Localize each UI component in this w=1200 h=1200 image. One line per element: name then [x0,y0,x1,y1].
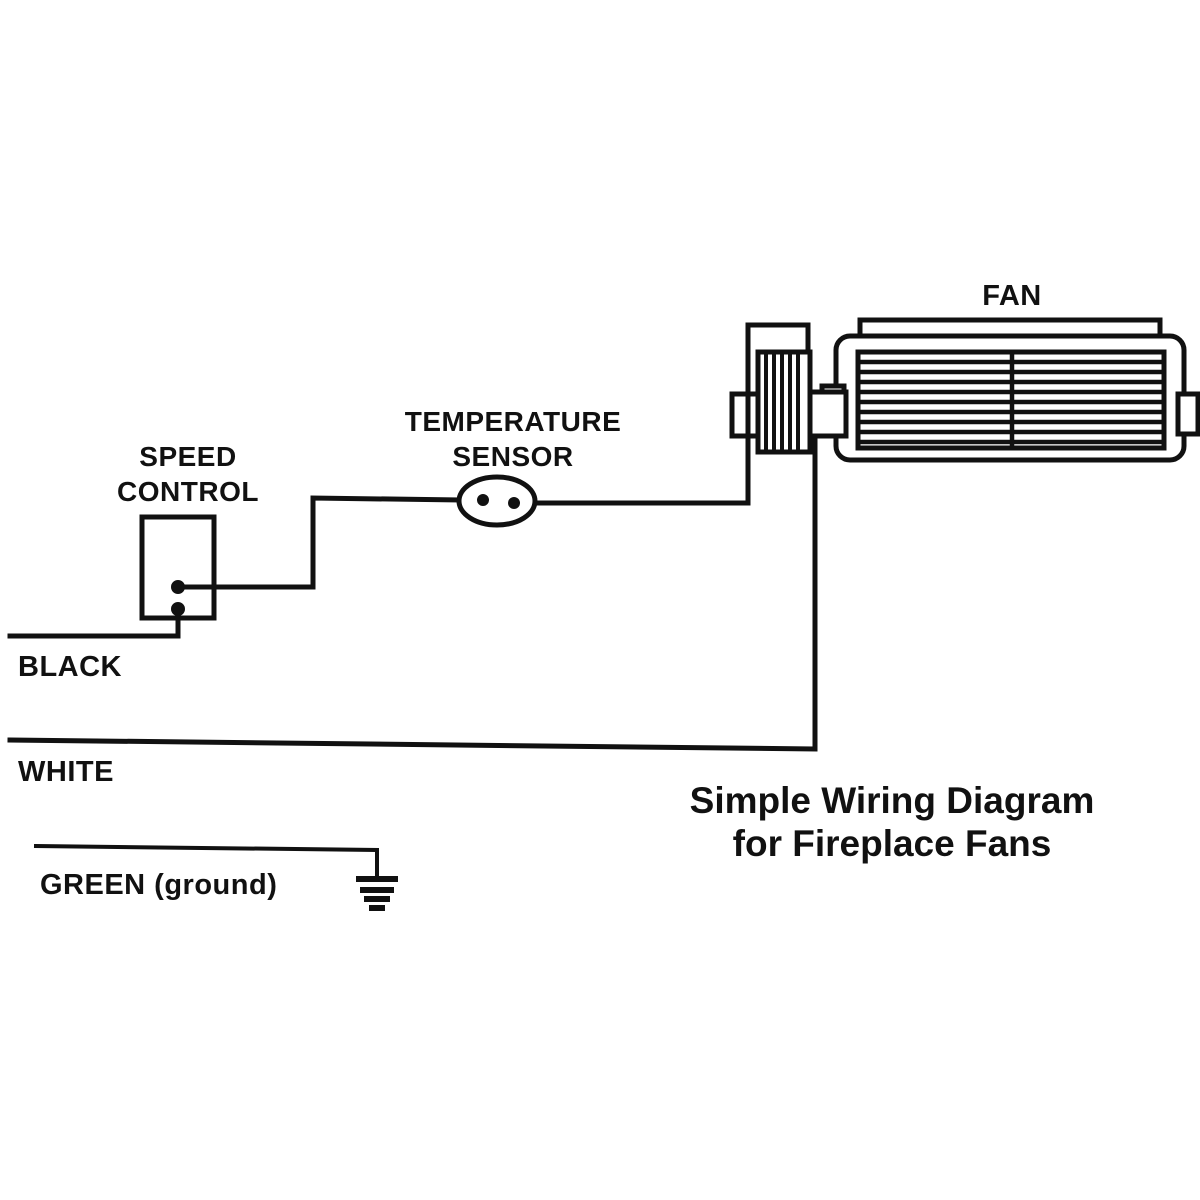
temperature-sensor-terminal-right [508,497,520,509]
ground-symbol [356,876,398,911]
white-wire-label: WHITE [18,756,114,788]
wire-black [7,606,181,639]
temperature-sensor[interactable]: TEMPERATURE SENSOR [405,406,622,528]
fan-label: FAN [982,280,1042,312]
speed-control-label-line2: CONTROL [117,476,259,507]
fan-blower-assembly: FAN [819,280,1200,463]
fan-motor-assembly [729,322,849,455]
caption-line-2: for Fireplace Fans [733,823,1052,864]
green-wire-label: GREEN (ground) [40,869,277,901]
fan-right-shaft-stub [1175,391,1200,437]
motor-left-terminal-box [729,391,761,439]
wire-white [7,433,818,752]
speed-control-label-line1: SPEED [139,441,236,472]
wire-control-to-sensor [175,495,462,590]
temperature-sensor-label-line2: SENSOR [452,441,573,472]
black-wire-label: BLACK [18,651,122,683]
wire-green-ground [33,843,379,880]
wire-sensor-to-motor [532,389,751,506]
speed-control[interactable]: SPEED CONTROL [117,441,259,621]
caption-line-1: Simple Wiring Diagram [690,780,1095,821]
temperature-sensor-terminal-left [477,494,489,506]
temperature-sensor-body[interactable] [456,474,538,528]
temperature-sensor-label-line1: TEMPERATURE [405,406,622,437]
motor-coil-lines [764,354,800,450]
motor-shaft-collar [807,389,849,439]
